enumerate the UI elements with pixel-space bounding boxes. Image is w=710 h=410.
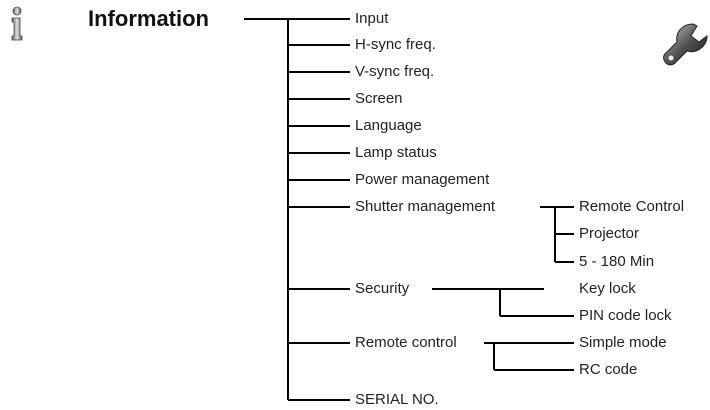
security-option-pin-code-lock: PIN code lock: [579, 307, 672, 324]
shutter-option-remote-control: Remote Control: [579, 198, 685, 215]
remote-option-simple-mode: Simple mode: [579, 334, 667, 351]
shutter-option-timer: 5 - 180 Min: [579, 253, 655, 270]
item-input: Input: [355, 10, 389, 27]
item-power-management: Power management: [355, 171, 490, 188]
item-serial-no: SERIAL NO.: [355, 391, 439, 408]
shutter-option-projector: Projector: [579, 225, 640, 242]
item-security: Security: [355, 280, 410, 297]
info-icon: [11, 6, 23, 41]
item-lamp-status: Lamp status: [355, 144, 437, 161]
item-remote-control: Remote control: [355, 334, 457, 351]
item-h-sync-freq: H-sync freq.: [355, 36, 436, 53]
item-shutter-management: Shutter management: [355, 198, 496, 215]
remote-option-rc-code: RC code: [579, 361, 638, 378]
item-screen: Screen: [355, 90, 403, 107]
security-option-key-lock: Key lock: [579, 280, 636, 297]
wrench-icon: [663, 23, 708, 66]
diagram-title: Information: [88, 6, 209, 31]
item-v-sync-freq: V-sync freq.: [355, 63, 435, 80]
item-language: Language: [355, 117, 422, 134]
